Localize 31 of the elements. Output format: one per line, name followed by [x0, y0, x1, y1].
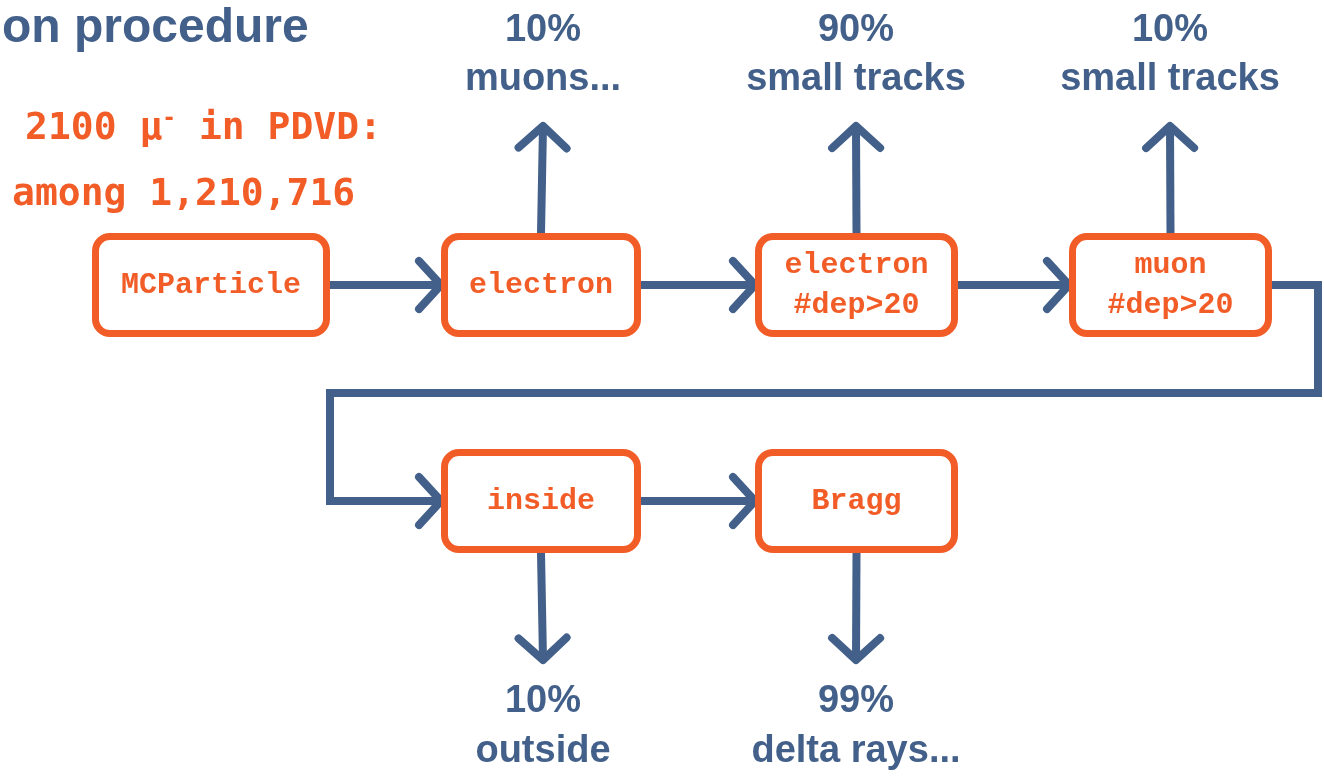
note-text: among 1,210,716 — [12, 170, 356, 214]
box-label: electron #dep>20 — [783, 246, 930, 324]
outcome-text: outside — [475, 726, 611, 772]
box-label: MCParticle — [120, 266, 302, 304]
percentage-text: 10% — [504, 677, 582, 723]
process-box — [92, 233, 330, 337]
percentage-text: 10% — [1131, 6, 1209, 51]
box-label: Bragg — [810, 482, 903, 520]
box-label: inside — [486, 482, 596, 520]
box-label: muon #dep>20 — [1106, 246, 1235, 324]
note-text: 2100 μ$^{-}$ in PDVD: — [25, 104, 382, 148]
process-box — [1069, 233, 1272, 337]
process-box — [441, 449, 641, 553]
arrow — [828, 122, 885, 233]
process-box — [755, 233, 958, 337]
box-label: electron — [468, 266, 614, 304]
outcome-text: delta rays... — [751, 726, 961, 772]
title: on procedure — [2, 0, 309, 53]
percentage-text: 10% — [504, 6, 582, 51]
percentage-text: 90% — [817, 6, 895, 51]
process-box — [441, 233, 641, 337]
arrow — [1142, 122, 1199, 233]
outcome-text: small tracks — [1060, 55, 1280, 101]
arrow — [326, 281, 1322, 529]
percentage-text: 99% — [817, 677, 895, 723]
arrow — [514, 122, 571, 234]
arrow — [514, 552, 571, 664]
outcome-text: small tracks — [746, 55, 966, 101]
process-box — [755, 449, 958, 553]
outcome-text: muons... — [464, 55, 622, 101]
arrow — [828, 553, 885, 664]
